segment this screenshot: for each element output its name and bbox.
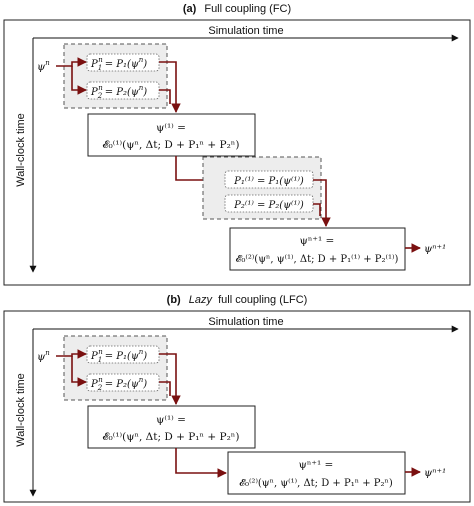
panel-a: (a) Full coupling (FC) Simulation time W… <box>3 3 471 286</box>
panel-a-flow-p2-solver2 <box>313 203 321 216</box>
panel-a-p2-next-text: P₂⁽¹⁾ = P₂(ψ⁽¹⁾) <box>233 200 304 211</box>
panel-b-p2-text: P2n= P₂(ψn) <box>90 376 147 392</box>
panel-a-flow-p1-solver1 <box>159 61 181 113</box>
panel-a-x-axis-label: Simulation time <box>208 25 283 37</box>
panel-b-solver-2 <box>227 451 406 495</box>
panel-b: (b) Lazy full coupling (LFC) Simulation … <box>3 294 471 503</box>
panel-b-solver-2-line-2: 𝓔₀⁽²⁾(ψⁿ, ψ⁽¹⁾, Δt; D + P₁ⁿ + P₂ⁿ) <box>239 478 393 489</box>
panel-b-solver-2-line-1: ψⁿ⁺¹ = <box>299 459 334 471</box>
panel-b-title: (b) Lazy full coupling (LFC) <box>167 294 308 306</box>
panel-b-flow-input-p1 <box>56 349 87 359</box>
panel-a-p2-next-box <box>224 194 314 213</box>
panel-a-p2-text: P2n= P₂(ψn) <box>90 84 147 100</box>
panel-a-flow-p2-solver1 <box>159 89 171 104</box>
panel-a-solver-1-line-1: ψ⁽¹⁾ = <box>156 122 186 134</box>
panel-a-title: (a) Full coupling (FC) <box>183 3 291 15</box>
panel-b-output-state: ψⁿ⁺¹ <box>424 467 446 479</box>
panel-a-p1-next-text: P₁⁽¹⁾ = P₁(ψ⁽¹⁾) <box>233 176 304 187</box>
panel-a-output-state: ψⁿ⁺¹ <box>424 243 446 255</box>
panel-b-p1-text: P1n= P₁(ψn) <box>90 348 147 364</box>
panel-a-flow-p1-solver2 <box>313 179 331 227</box>
panel-a-p1-text: P1n= P₁(ψn) <box>90 56 147 72</box>
panel-b-x-axis-label: Simulation time <box>208 316 283 328</box>
panel-a-solver-2-line-1: ψⁿ⁺¹ = <box>300 235 335 247</box>
panel-b-solver-1 <box>87 405 256 449</box>
panel-a-y-axis-label: Wall-clock time <box>15 113 27 187</box>
panel-b-solver-1-line-1: ψ⁽¹⁾ = <box>156 414 186 426</box>
panel-a-solver-2-line-2: 𝓔₀⁽²⁾(ψⁿ, ψ⁽¹⁾, Δt; D + P₁⁽¹⁾ + P₂⁽¹⁾) <box>236 254 399 265</box>
panel-a-flow-input-p2 <box>71 66 87 95</box>
panel-a-solver-1 <box>87 113 256 157</box>
panel-a-p1-next-box <box>224 170 314 189</box>
panel-a-solver-1-line-2: 𝓔₀⁽¹⁾(ψⁿ, Δt; D + P₁ⁿ + P₂ⁿ) <box>103 139 240 151</box>
panel-a-solver-2 <box>229 227 406 271</box>
panel-b-solver-1-line-2: 𝓔₀⁽¹⁾(ψⁿ, Δt; D + P₁ⁿ + P₂ⁿ) <box>103 431 240 443</box>
panel-b-y-axis-label: Wall-clock time <box>15 373 27 447</box>
panel-b-flow-input-p2 <box>71 356 87 387</box>
panel-b-flow-solver1-solver2 <box>175 448 227 478</box>
panel-b-flow-p2-solver1 <box>159 381 171 396</box>
panel-b-flow-p1-solver1 <box>159 353 181 405</box>
panel-b-input-state: ψn <box>37 349 50 363</box>
panel-a-flow-input-p1 <box>56 57 87 67</box>
panel-a-input-state: ψn <box>37 59 50 73</box>
